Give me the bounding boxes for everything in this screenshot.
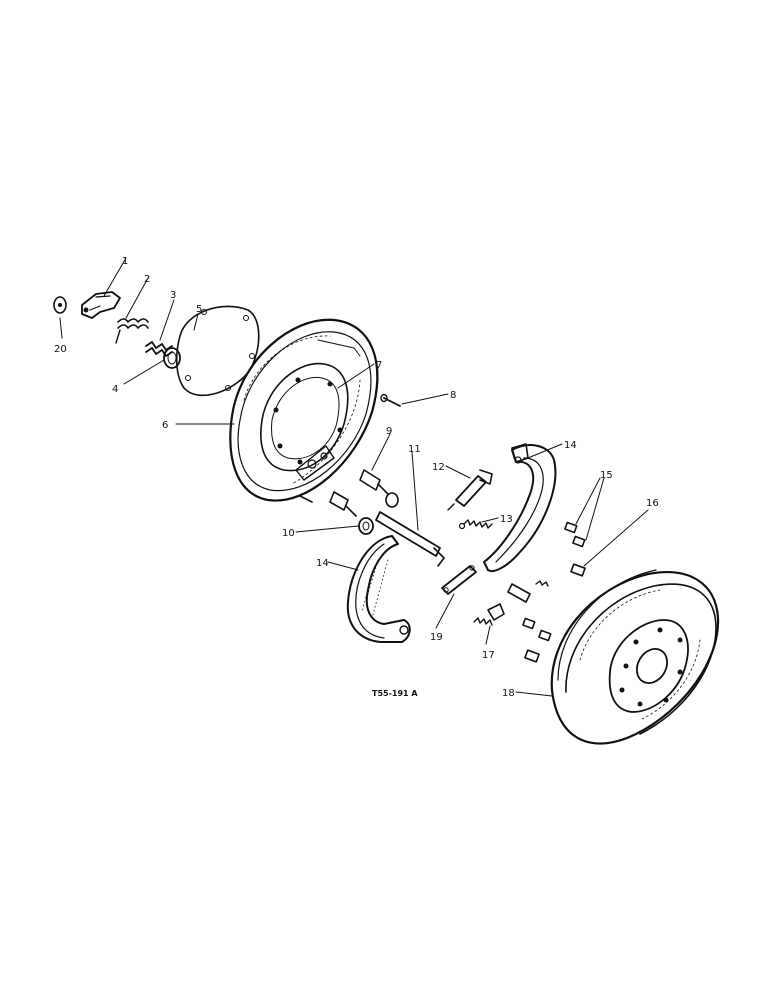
callout-12: 12: [432, 462, 445, 473]
callout-9: 9: [386, 426, 392, 437]
wheel-nuts-part-15: [522, 521, 586, 663]
strut-part-11: [375, 511, 445, 567]
adjuster-lever-part-1: [81, 291, 121, 319]
pin-part-8: [380, 393, 401, 407]
leader-lines: [59, 257, 649, 697]
callout-8: 8: [450, 390, 456, 401]
seal-part-10: [358, 517, 374, 535]
adjuster-screw-part-12: [447, 469, 493, 511]
link-part-19: [441, 565, 477, 595]
gasket-part-5: [175, 305, 260, 397]
callout-4: 4: [112, 384, 118, 395]
callout-10: 10: [282, 528, 295, 539]
callout-18: 18: [502, 688, 515, 699]
callout-labels: 1 2 3 4 5 6 7 8 9 10 11 12 13 14 14 15 1…: [54, 256, 659, 699]
drawing-code: T55-191 A: [372, 689, 418, 698]
bolt-part-9: [299, 469, 399, 517]
callout-14-upper: 14: [564, 440, 577, 451]
spring-part-13: [458, 519, 493, 530]
callout-16: 16: [646, 498, 659, 509]
backing-plate-part-6: [229, 318, 379, 502]
callout-17: 17: [482, 650, 495, 661]
callout-15: 15: [600, 470, 613, 481]
callout-5: 5: [196, 304, 202, 315]
hardware-part-17: [473, 580, 549, 626]
callout-2: 2: [144, 274, 150, 285]
callout-14-lower: 14: [316, 558, 329, 569]
spring-part-2: [115, 318, 149, 344]
callout-1: 1: [122, 256, 128, 267]
callout-19: 19: [430, 632, 443, 643]
brake-drum-part-18: [550, 569, 720, 745]
callout-7: 7: [376, 360, 382, 371]
callout-6: 6: [162, 420, 168, 431]
callout-13: 13: [500, 514, 513, 525]
callout-11: 11: [408, 444, 421, 455]
brake-shoe-lower-part-14: [346, 535, 411, 643]
brake-shoe-upper-part-14: [483, 443, 557, 572]
callout-20: 20: [54, 344, 67, 355]
washer-part-20: [53, 296, 67, 314]
callout-3: 3: [170, 290, 176, 301]
